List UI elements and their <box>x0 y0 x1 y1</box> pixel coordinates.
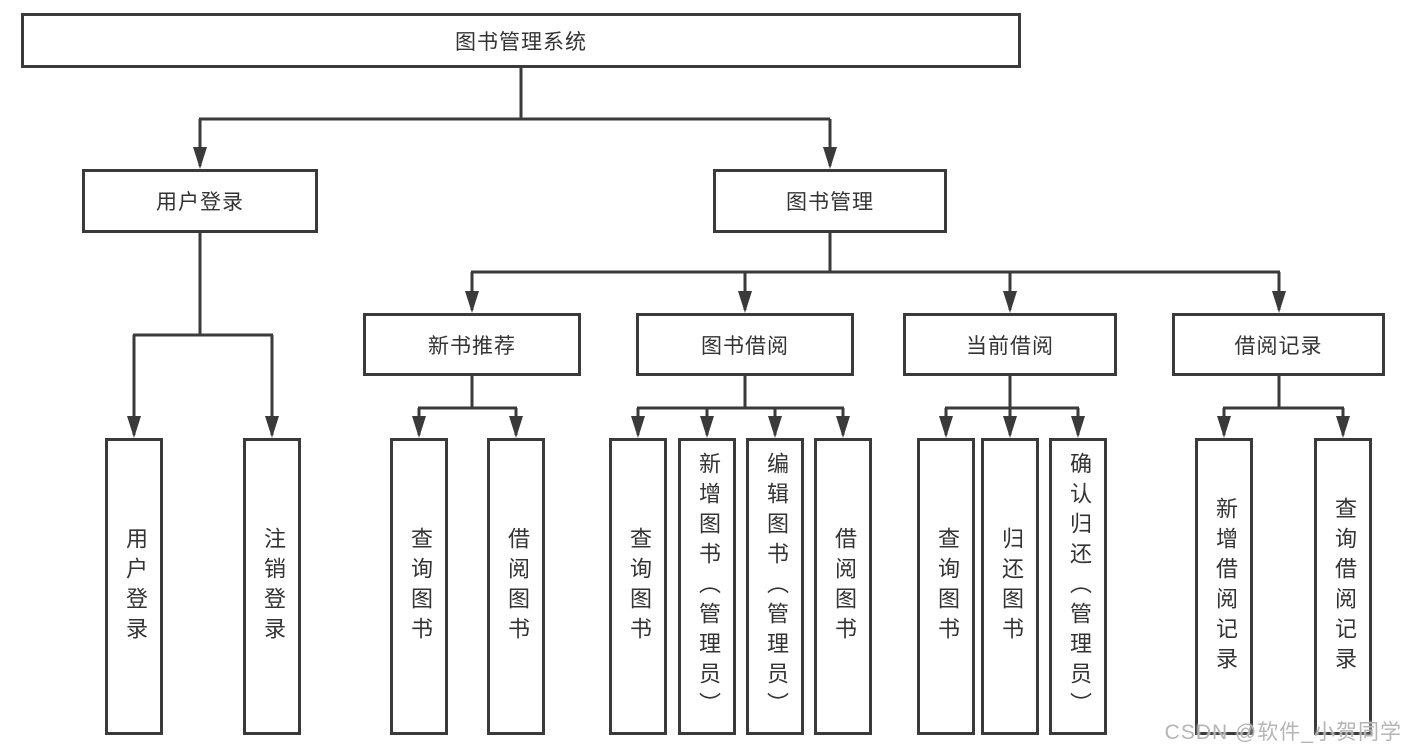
leaf-query-books-current: 查询图书 <box>917 438 975 735</box>
leaf-query-books-borrowing: 查询图书 <box>609 438 667 735</box>
node-library-management-system: 图书管理系统 <box>21 13 1021 68</box>
leaf-user-login: 用户登录 <box>105 438 163 735</box>
node-new-book-recommendation: 新书推荐 <box>363 313 581 376</box>
leaf-confirm-return-admin: 确认归还（管理员） <box>1049 438 1107 735</box>
node-book-borrowing: 图书借阅 <box>636 313 854 376</box>
node-current-borrowing: 当前借阅 <box>903 313 1117 376</box>
leaf-query-borrow-record: 查询借阅记录 <box>1314 438 1372 735</box>
arrow-down-icon <box>127 147 1350 438</box>
watermark-text: CSDN @软件_小贺同学 <box>1164 721 1402 744</box>
leaf-borrow-books: 借阅图书 <box>814 438 872 735</box>
node-user-login: 用户登录 <box>82 169 318 233</box>
leaf-query-books-recommend: 查询图书 <box>390 438 448 735</box>
leaf-add-borrow-record: 新增借阅记录 <box>1195 438 1253 735</box>
leaf-add-books-admin: 新增图书（管理员） <box>678 438 736 735</box>
node-book-management: 图书管理 <box>713 169 947 233</box>
leaf-return-books: 归还图书 <box>981 438 1039 735</box>
leaf-logout: 注销登录 <box>243 438 301 735</box>
leaf-edit-books-admin: 编辑图书（管理员） <box>746 438 804 735</box>
leaf-borrow-books-recommend: 借阅图书 <box>487 438 545 735</box>
node-borrowing-records: 借阅记录 <box>1172 313 1385 376</box>
